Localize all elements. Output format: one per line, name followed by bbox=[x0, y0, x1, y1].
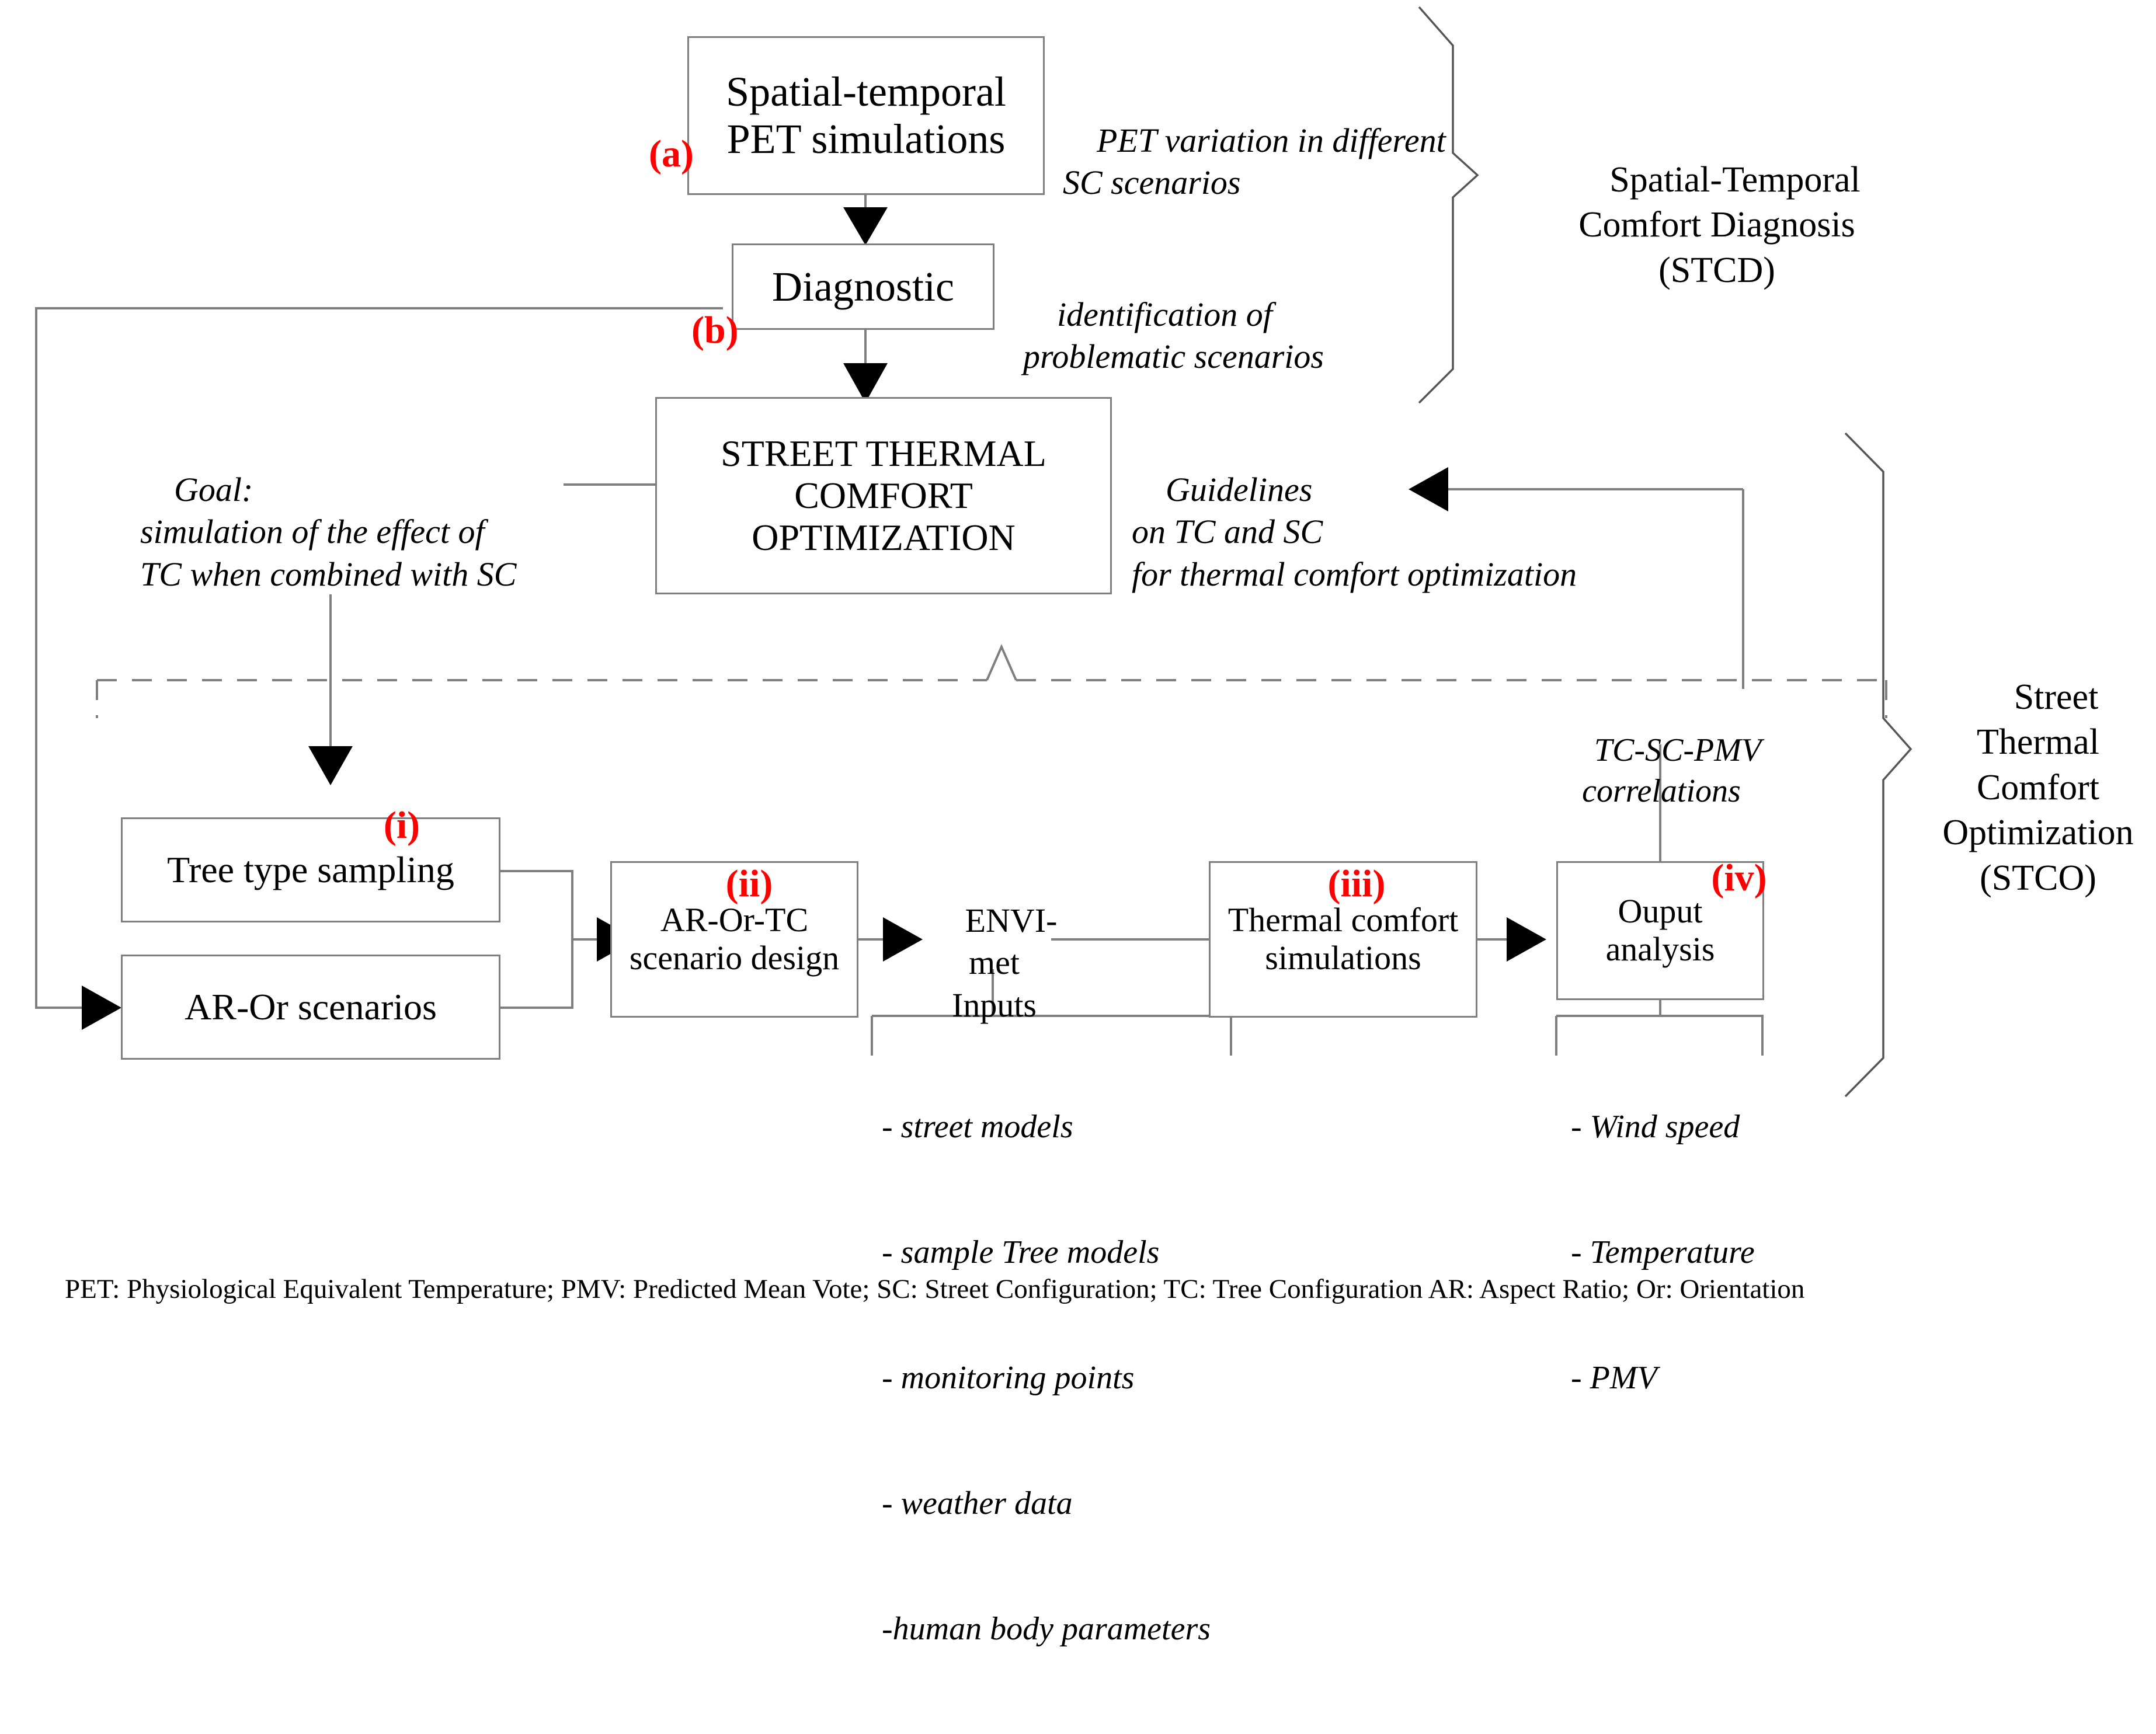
brace-stco bbox=[1844, 432, 1912, 1098]
box-diagnostic[interactable]: Diagnostic bbox=[732, 243, 994, 330]
arrowhead-diagnostic-optimization bbox=[843, 363, 888, 403]
brace-stcd bbox=[1418, 6, 1479, 404]
marker-i: (i) bbox=[345, 753, 420, 898]
annotation-pet-variation-text: PET variation in different SC scenarios bbox=[1063, 121, 1446, 202]
box-ar-or-scenarios[interactable]: AR-Or scenarios bbox=[121, 955, 500, 1060]
annotation-tc-sc-pmv-correlations: TC-SC-PMV correlations bbox=[1550, 689, 1772, 852]
flowchart-canvas: Spatial-temporal PET simulations Diagnos… bbox=[35, 6, 2155, 1647]
arrowhead-into-tree-block bbox=[308, 746, 353, 785]
box-spatial-temporal-pet[interactable]: Spatial-temporal PET simulations bbox=[687, 36, 1045, 195]
bracket-label-stco: Street Thermal Comfort Optimization (STC… bbox=[1921, 629, 2155, 946]
label-envimet-inputs: ENVI-met Inputs bbox=[917, 857, 1072, 1069]
marker-ii: (ii) bbox=[686, 812, 774, 956]
box-output-analysis[interactable]: Ouput analysis bbox=[1556, 861, 1764, 1000]
box-output-analysis-label: Ouput analysis bbox=[1605, 892, 1715, 968]
box-scenario-design-label: AR-Or-TC scenario design bbox=[629, 901, 840, 977]
marker-a-text: (a) bbox=[649, 132, 694, 175]
list-item: - PMV bbox=[1571, 1360, 1657, 1397]
marker-iv: (iv) bbox=[1670, 806, 1769, 950]
annotation-identification: identification of problematic scenarios bbox=[1023, 251, 1324, 420]
marker-b: (b) bbox=[653, 258, 739, 403]
marker-iii: (iii) bbox=[1285, 812, 1390, 956]
box-diagnostic-label: Diagnostic bbox=[772, 263, 954, 310]
arrowhead-into-envimet bbox=[883, 917, 923, 962]
annotation-pet-variation: PET variation in different SC scenarios bbox=[1063, 77, 1446, 246]
envimet-inputs-text: ENVI-met Inputs bbox=[952, 901, 1058, 1024]
box-thermal-comfort-simulations[interactable]: Thermal comfort simulations bbox=[1209, 861, 1477, 1018]
annotation-identification-text: identification of problematic scenarios bbox=[1023, 295, 1324, 376]
arrowhead-pet-diagnostic bbox=[843, 207, 888, 245]
box-ar-or-scenarios-label: AR-Or scenarios bbox=[185, 986, 437, 1028]
box-tree-type-sampling-label: Tree type sampling bbox=[167, 849, 454, 891]
list-item: -human body parameters bbox=[882, 1611, 1211, 1648]
annotation-correlations-text: TC-SC-PMV correlations bbox=[1582, 732, 1762, 809]
box-street-thermal-comfort-optimization[interactable]: STREET THERMAL COMFORT OPTIMIZATION bbox=[655, 397, 1112, 594]
connector-layer bbox=[35, 6, 1912, 1098]
box-ar-or-tc-scenario-design[interactable]: AR-Or-TC scenario design bbox=[610, 861, 858, 1018]
list-item: - Temperature bbox=[1571, 1234, 1755, 1271]
marker-iii-text: (iii) bbox=[1327, 862, 1386, 905]
marker-i-text: (i) bbox=[383, 803, 420, 847]
list-item: - monitoring points bbox=[882, 1360, 1135, 1397]
marker-a: (a) bbox=[610, 82, 694, 227]
box-thermal-comfort-label: Thermal comfort simulations bbox=[1227, 901, 1459, 977]
box-spatial-temporal-pet-label: Spatial-temporal PET simulations bbox=[726, 68, 1006, 162]
list-item: - weather data bbox=[882, 1485, 1073, 1522]
box-optimization-label: STREET THERMAL COMFORT OPTIMIZATION bbox=[721, 433, 1046, 558]
legend-text: PET: Physiological Equivalent Temperatur… bbox=[65, 1273, 1805, 1304]
list-item: - street models bbox=[882, 1109, 1073, 1145]
annotation-goal-text: Goal: simulation of the effect of TC whe… bbox=[140, 470, 517, 593]
bracket-label-stcd-text: Spatial-Temporal Comfort Diagnosis (STCD… bbox=[1578, 159, 1861, 290]
legend-abbreviations: PET: Physiological Equivalent Temperatur… bbox=[37, 1238, 1804, 1340]
bracket-label-stco-text: Street Thermal Comfort Optimization (STC… bbox=[1942, 677, 2134, 898]
edge-feedback-loop bbox=[35, 307, 723, 1009]
annotation-goal: Goal: simulation of the effect of TC whe… bbox=[140, 426, 516, 638]
box-tree-type-sampling[interactable]: Tree type sampling bbox=[121, 817, 500, 922]
list-envimet-inputs: - street models - sample Tree models - m… bbox=[882, 1023, 1211, 1734]
marker-b-text: (b) bbox=[691, 308, 739, 351]
list-item: - sample Tree models bbox=[882, 1234, 1160, 1271]
list-item: - Wind speed bbox=[1571, 1109, 1740, 1145]
arrowheads bbox=[82, 207, 1546, 1030]
list-output-analysis: - Wind speed - Temperature - PMV bbox=[1571, 1023, 1755, 1483]
marker-iv-text: (iv) bbox=[1711, 856, 1767, 899]
arrowhead-into-ar-or bbox=[82, 986, 121, 1030]
bracket-output-list bbox=[1555, 1015, 1764, 1056]
arrowhead-guidelines-left bbox=[1409, 467, 1448, 511]
marker-ii-text: (ii) bbox=[725, 862, 773, 905]
annotation-guidelines-text: Guidelines on TC and SC for thermal comf… bbox=[1132, 470, 1577, 593]
annotation-guidelines: Guidelines on TC and SC for thermal comf… bbox=[1132, 426, 1577, 638]
edge-merge-left-boxes bbox=[499, 870, 573, 1009]
arrowhead-into-output bbox=[1507, 917, 1546, 962]
bracket-label-stcd: Spatial-Temporal Comfort Diagnosis (STCD… bbox=[1512, 112, 1921, 339]
dashed-box-peak bbox=[986, 644, 1017, 681]
